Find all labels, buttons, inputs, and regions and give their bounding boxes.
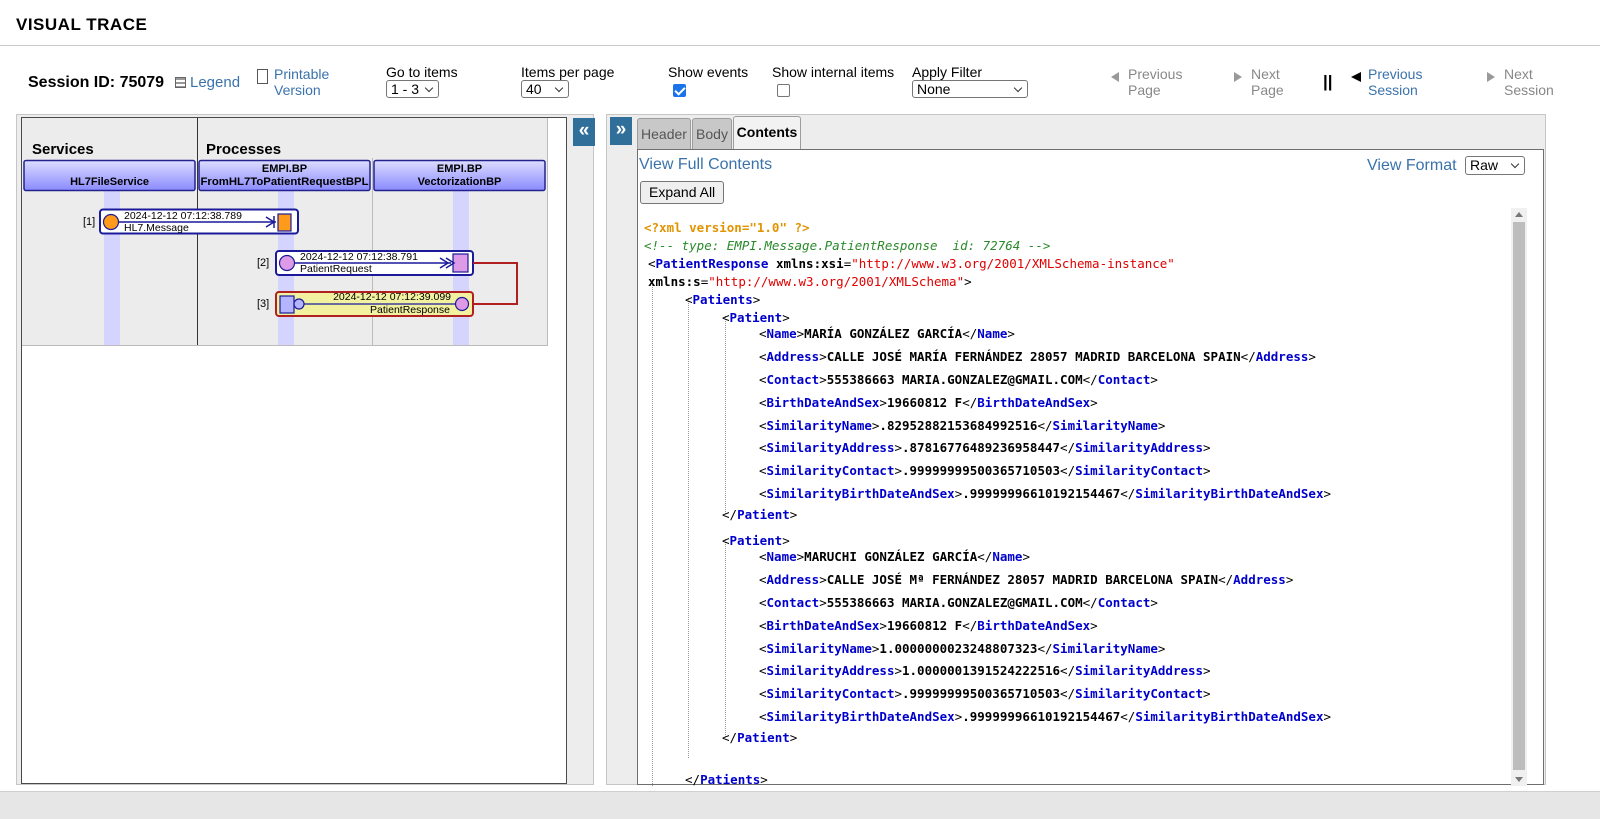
tab-body[interactable]: Body: [692, 118, 732, 149]
session-id: Session ID: 75079: [28, 74, 165, 91]
trace-message-3[interactable]: [3] 2024-12-12 07:12:39.099 PatientRespo…: [257, 291, 474, 317]
xml-patient-open: <Patient>: [722, 533, 790, 548]
xml-field: <SimilarityAddress>.87816776489236958447…: [759, 440, 1211, 455]
trace-message-1[interactable]: [1] 2024-12-12 07:12:38.789 HL7.Message: [83, 208, 299, 235]
xml-field: <SimilarityName>.82952882153684992516</S…: [759, 418, 1166, 433]
column-header-fromhl7topatientrequestbpl[interactable]: EMPI.BP FromHL7ToPatientRequestBPL: [198, 159, 371, 192]
scroll-down-icon[interactable]: [1515, 777, 1523, 782]
arrow-right-icon: [1234, 72, 1242, 82]
svg-text:FromHL7ToPatientRequestBPL: FromHL7ToPatientRequestBPL: [201, 176, 369, 188]
arrow-left-icon: [1111, 72, 1119, 82]
xml-root-open: <PatientResponse xmlns:xsi="http://www.w…: [648, 256, 1175, 271]
xml-patients-close: </Patients>: [685, 772, 768, 786]
tab-contents[interactable]: Contents: [733, 116, 801, 149]
expand-all-button[interactable]: Expand All: [640, 181, 725, 204]
items-per-page-select[interactable]: 40: [521, 80, 569, 98]
svg-text:[2]: [2]: [257, 257, 269, 269]
footer-bar: [0, 791, 1600, 819]
xml-field: <SimilarityAddress>1.0000001391524222516…: [759, 663, 1211, 678]
svg-text:[1]: [1]: [83, 216, 95, 228]
xml-declaration: <?xml version="1.0" ?>: [644, 220, 810, 235]
show-events-checkbox[interactable]: [673, 84, 686, 97]
show-internal-items: Show internal items: [772, 64, 894, 97]
xml-field: <Name>MARÍA GONZÁLEZ GARCÍA</Name>: [759, 326, 1015, 341]
xml-scrollbar[interactable]: [1511, 208, 1527, 786]
xml-field: <BirthDateAndSex>19660812 F</BirthDateAn…: [759, 395, 1098, 410]
svg-text:2024-12-12 07:12:38.789: 2024-12-12 07:12:38.789: [124, 210, 242, 222]
document-icon: [257, 69, 268, 84]
xml-content: <?xml version="1.0" ?> <!-- type: EMPI.M…: [638, 208, 1520, 786]
xml-field: <Name>MARUCHI GONZÁLEZ GARCÍA</Name>: [759, 549, 1030, 564]
scroll-thumb[interactable]: [1513, 222, 1525, 770]
view-format: View Format Raw: [1367, 156, 1525, 175]
view-full-contents-link[interactable]: View Full Contents: [639, 156, 773, 173]
svg-text:PatientRequest: PatientRequest: [300, 263, 372, 275]
page-title: VISUAL TRACE: [16, 15, 148, 34]
scroll-up-icon[interactable]: [1515, 212, 1523, 217]
xml-field: <Contact>555386663 MARIA.GONZALEZ@GMAIL.…: [759, 595, 1158, 610]
xml-field: <SimilarityBirthDateAndSex>.999999966101…: [759, 709, 1332, 724]
view-format-select[interactable]: Raw: [1465, 156, 1525, 175]
legend-icon: [175, 77, 186, 88]
svg-text:HL7.Message: HL7.Message: [124, 222, 189, 234]
tab-header[interactable]: Header: [637, 118, 691, 149]
xml-field: <Address>CALLE JOSÉ MARÍA FERNÁNDEZ 2805…: [759, 349, 1316, 364]
xml-field: <BirthDateAndSex>19660812 F</BirthDateAn…: [759, 618, 1098, 633]
xml-field: <SimilarityBirthDateAndSex>.999999966101…: [759, 486, 1332, 501]
column-header-vectorizationbp[interactable]: EMPI.BP VectorizationBP: [373, 159, 546, 192]
trace-message-2[interactable]: [2] 2024-12-12 07:12:38.791 PatientReque…: [257, 250, 474, 276]
goto-items-select[interactable]: 1 - 3: [386, 80, 439, 98]
svg-text:EMPI.BP: EMPI.BP: [262, 163, 307, 175]
svg-text:EMPI.BP: EMPI.BP: [437, 163, 482, 175]
message-details-panel: » Header Body Contents View Full Content…: [606, 114, 1546, 786]
xml-root-attr: xmlns:s="http://www.w3.org/2001/XMLSchem…: [648, 274, 972, 289]
apply-filter: Apply Filter None: [912, 64, 1028, 98]
xml-field: <SimilarityContact>.99999999500365710503…: [759, 463, 1211, 478]
svg-text:PatientResponse: PatientResponse: [370, 304, 450, 316]
xml-patient-open: <Patient>: [722, 310, 790, 325]
show-events: Show events: [668, 64, 748, 97]
goto-items: Go to items 1 - 3: [386, 64, 458, 98]
xml-patient-close: </Patient>: [722, 730, 798, 745]
items-per-page: Items per page 40: [521, 64, 615, 98]
xml-comment: <!-- type: EMPI.Message.PatientResponse …: [644, 238, 1051, 253]
services-header: Services: [32, 141, 94, 158]
pause-icon: ||: [1323, 72, 1333, 91]
svg-text:2024-12-12 07:12:39.099: 2024-12-12 07:12:39.099: [333, 291, 451, 303]
title-bar: VISUAL TRACE: [0, 0, 1600, 46]
arrow-left-icon: [1351, 72, 1361, 82]
xml-patients-open: <Patients>: [685, 292, 761, 307]
show-internal-items-checkbox[interactable]: [777, 84, 790, 97]
column-header-hl7fileservice[interactable]: HL7FileService: [23, 159, 196, 192]
svg-text:2024-12-12 07:12:38.791: 2024-12-12 07:12:38.791: [300, 251, 418, 263]
apply-filter-select[interactable]: None: [912, 80, 1028, 98]
xml-field: <SimilarityContact>.99999999500365710503…: [759, 686, 1211, 701]
trace-diagram-frame: Services Processes HL7FileService EMPI.B…: [21, 117, 567, 784]
svg-text:[3]: [3]: [257, 298, 269, 310]
svg-text:HL7FileService: HL7FileService: [70, 176, 149, 188]
xml-field: <SimilarityName>1.0000000023248807323</S…: [759, 641, 1166, 656]
collapse-left-button[interactable]: «: [573, 118, 595, 146]
xml-patient-close: </Patient>: [722, 507, 798, 522]
contents-view: View Full Contents View Format Raw Expan…: [637, 149, 1544, 786]
trace-diagram: Services Processes HL7FileService EMPI.B…: [22, 118, 548, 346]
xml-field: <Address>CALLE JOSÉ Mª FERNÁNDEZ 28057 M…: [759, 572, 1294, 587]
xml-field: <Contact>555386663 MARIA.GONZALEZ@GMAIL.…: [759, 372, 1158, 387]
processes-header: Processes: [206, 141, 281, 158]
response-connector: [473, 262, 518, 305]
trace-diagram-panel: Services Processes HL7FileService EMPI.B…: [16, 114, 595, 785]
arrow-right-icon: [1487, 72, 1495, 82]
expand-right-button[interactable]: »: [610, 117, 632, 145]
svg-text:VectorizationBP: VectorizationBP: [418, 176, 502, 188]
legend-link[interactable]: Legend: [175, 74, 240, 91]
